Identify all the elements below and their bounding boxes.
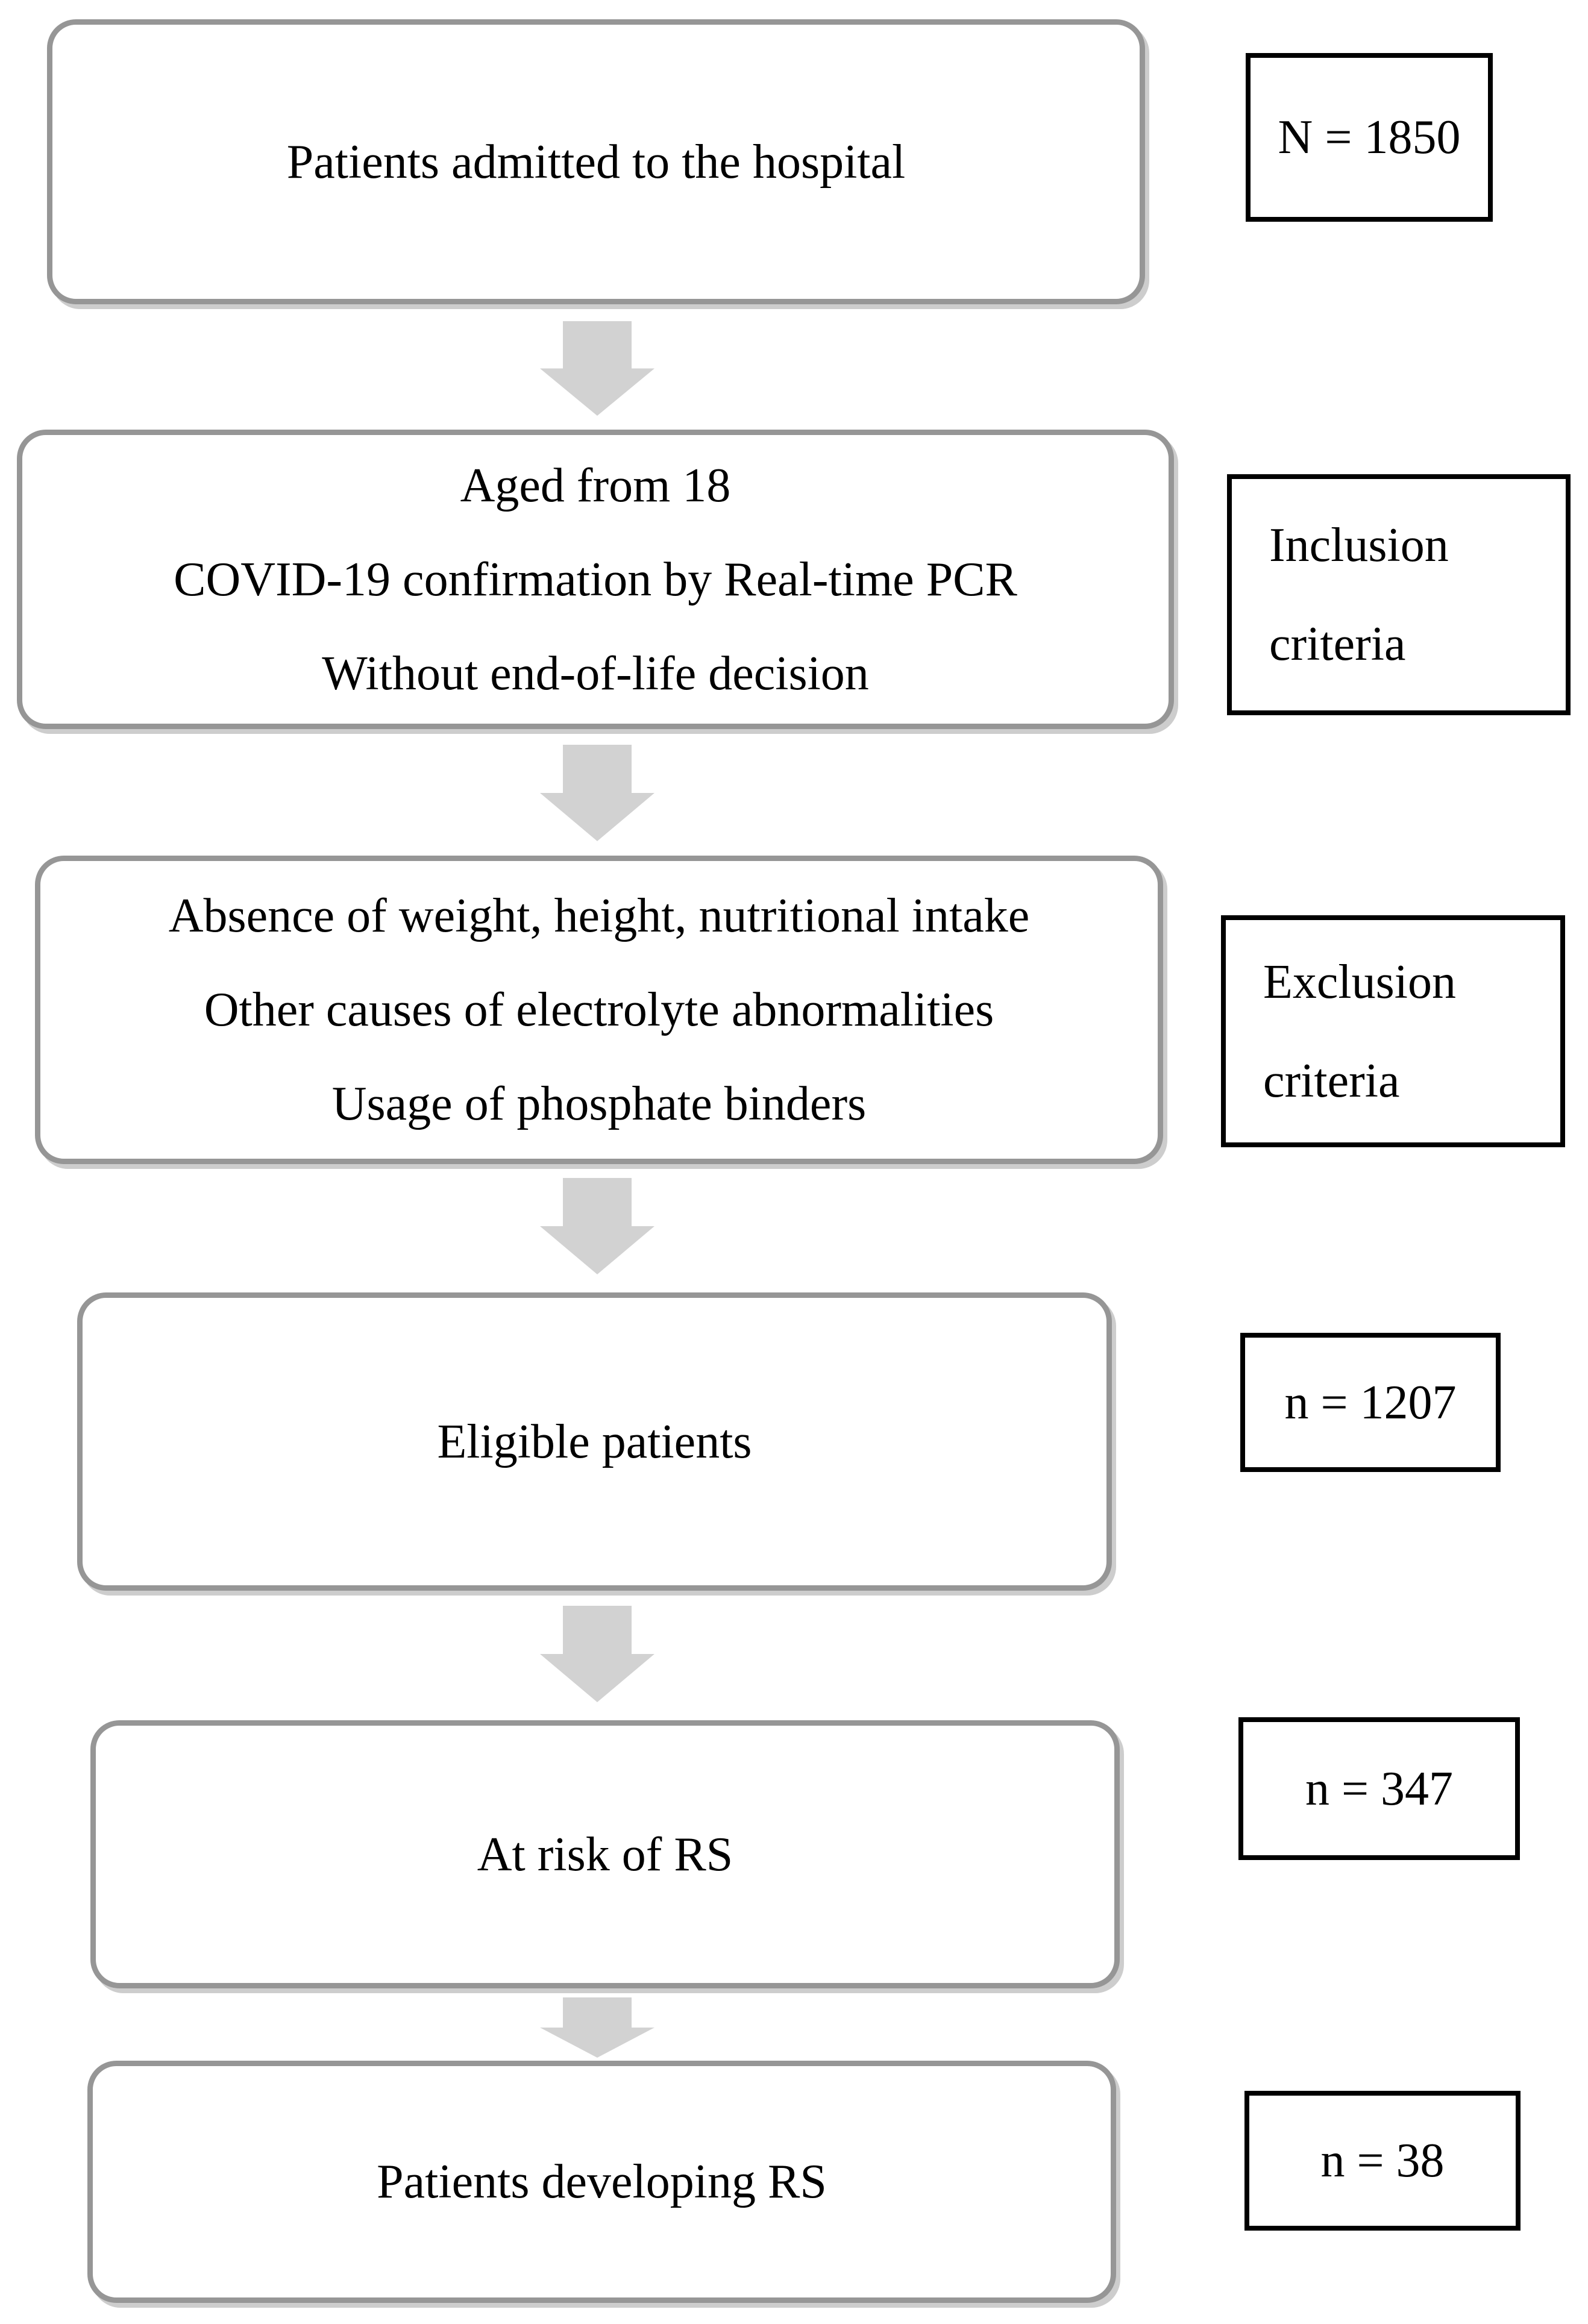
down-arrow-2: [540, 745, 654, 841]
down-arrow-4: [540, 1606, 654, 1702]
flow-box-line: Absence of weight, height, nutritional i…: [168, 889, 1030, 942]
flow-box-line: Without end-of-life decision: [322, 647, 869, 700]
side-box-line: Exclusion: [1263, 955, 1456, 1009]
flow-box-line: Patients developing RS: [377, 2155, 827, 2208]
side-box-line: criteria: [1269, 618, 1406, 671]
flow-box-admitted: Patients admitted to the hospital: [47, 19, 1145, 304]
flow-box-line: At risk of RS: [477, 1828, 733, 1881]
count-box-at-risk: n = 347: [1238, 1717, 1520, 1860]
flow-box-line: Patients admitted to the hospital: [286, 135, 906, 189]
count-box-total: N = 1850: [1246, 53, 1493, 222]
side-box-line: criteria: [1263, 1054, 1400, 1107]
flow-box-line: Usage of phosphate binders: [331, 1077, 867, 1130]
side-box-line: n = 38: [1320, 2134, 1445, 2187]
flow-box-eligible: Eligible patients: [77, 1292, 1112, 1591]
side-box-line: Inclusion: [1269, 519, 1449, 572]
down-arrow-3: [540, 1178, 654, 1274]
side-box-line: n = 347: [1305, 1762, 1454, 1815]
flow-box-at-risk: At risk of RS: [90, 1720, 1120, 1988]
count-box-eligible: n = 1207: [1240, 1333, 1501, 1472]
flow-box-developing-rs: Patients developing RS: [87, 2061, 1116, 2303]
count-box-developing-rs: n = 38: [1244, 2091, 1521, 2231]
flow-box-line: Other causes of electrolyte abnormalitie…: [204, 983, 994, 1036]
flow-box-exclusion: Absence of weight, height, nutritional i…: [35, 856, 1163, 1164]
flow-box-line: COVID-19 confirmation by Real-time PCR: [174, 553, 1017, 606]
label-box-inclusion-criteria: Inclusion criteria: [1227, 474, 1571, 715]
flow-box-line: Aged from 18: [460, 459, 731, 512]
side-box-line: n = 1207: [1284, 1376, 1457, 1429]
down-arrow-5: [540, 1997, 654, 2058]
down-arrow-1: [540, 321, 654, 416]
flow-box-line: Eligible patients: [437, 1415, 752, 1468]
label-box-exclusion-criteria: Exclusion criteria: [1221, 915, 1565, 1147]
side-box-line: N = 1850: [1278, 111, 1461, 164]
flow-box-inclusion: Aged from 18 COVID-19 confirmation by Re…: [17, 430, 1174, 729]
